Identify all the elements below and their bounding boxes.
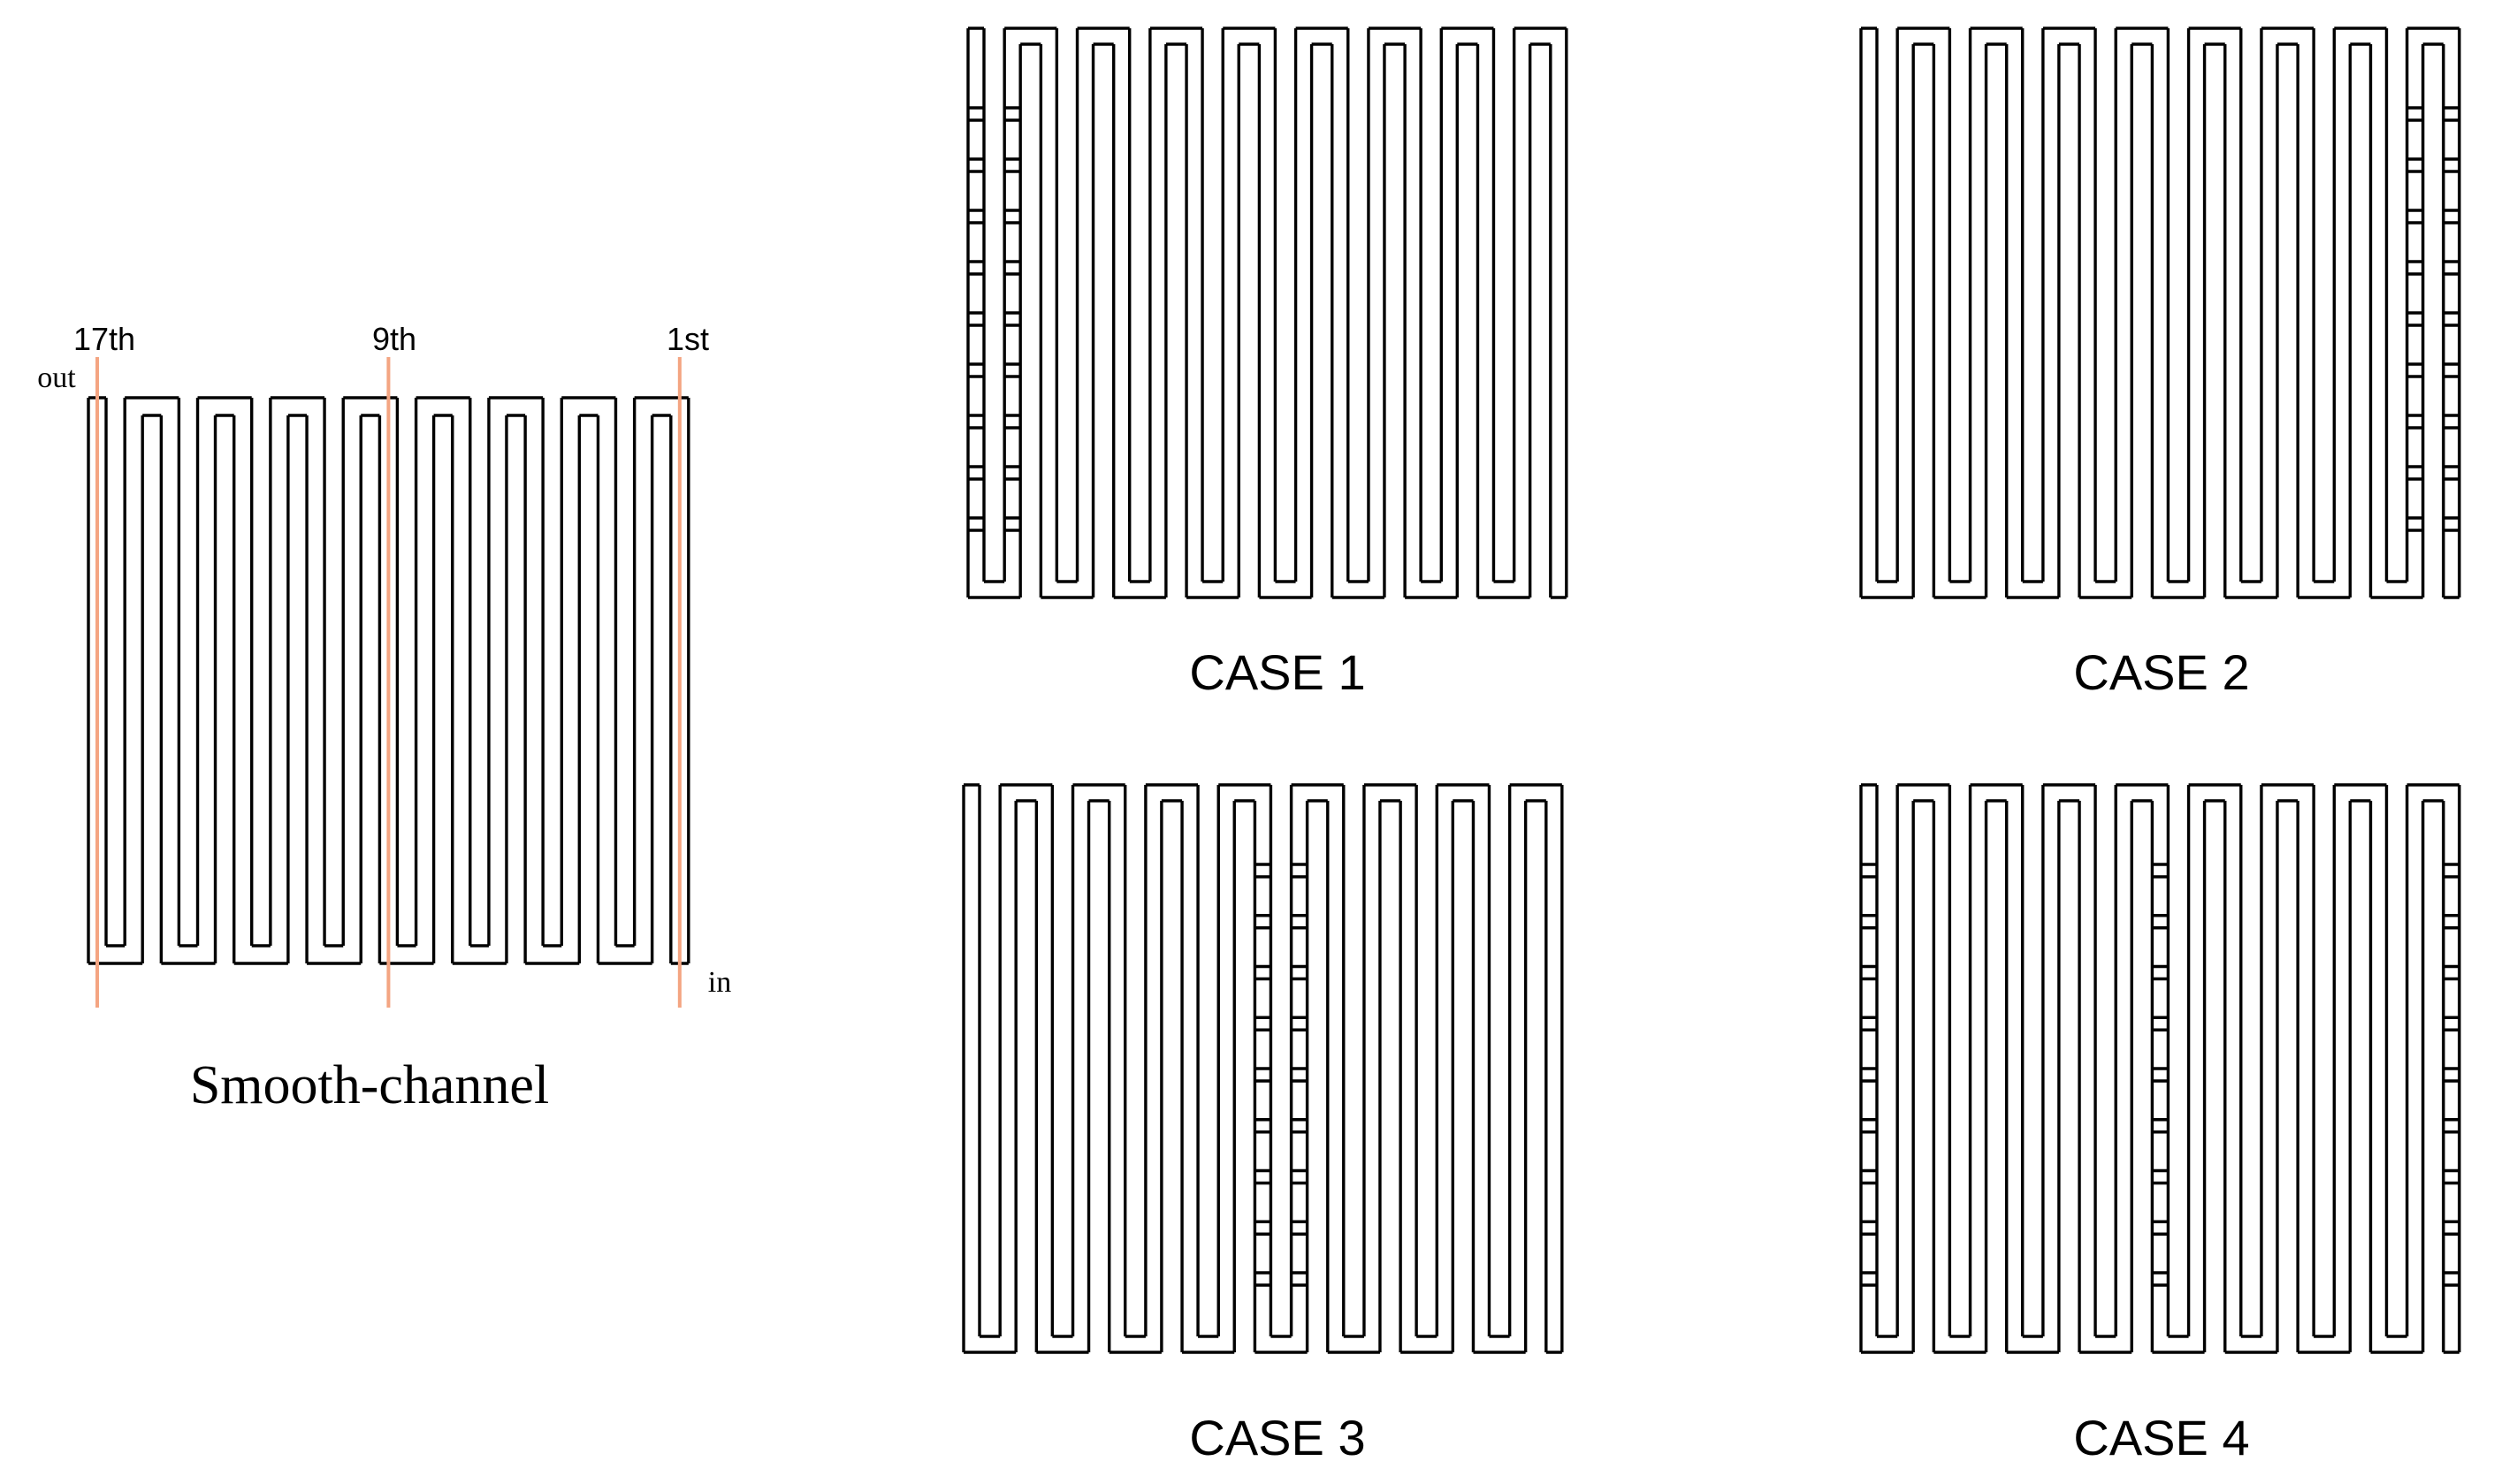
case-1-caption: CASE 1 <box>1189 644 1365 700</box>
case-3-caption: CASE 3 <box>1189 1410 1365 1465</box>
case-1-channel-outline <box>966 27 1568 599</box>
case-2-channel-outline <box>1859 27 2461 599</box>
marker-label-1st: 1st <box>667 321 709 357</box>
outlet-label: out <box>37 361 76 394</box>
smooth-channel-panel: 17th 9th 1st out in Smooth-channel <box>37 321 731 1115</box>
case-4-rib-bars <box>1861 863 2459 1287</box>
measurement-markers <box>95 357 682 1008</box>
case-3-channel-outline <box>962 783 1564 1354</box>
marker-label-17th: 17th <box>73 321 135 357</box>
case-4-caption: CASE 4 <box>2073 1410 2249 1465</box>
marker-label-9th: 9th <box>372 321 416 357</box>
case-2-panel: CASE 2 <box>1859 27 2461 700</box>
smooth-channel-outline <box>87 396 690 965</box>
case-4-panel: CASE 4 <box>1859 783 2461 1465</box>
case-1-panel: CASE 1 <box>966 27 1568 700</box>
case-2-rib-bars <box>2406 106 2459 532</box>
smooth-channel-caption: Smooth-channel <box>190 1055 549 1115</box>
case-2-caption: CASE 2 <box>2073 644 2249 700</box>
case-3-panel: CASE 3 <box>962 783 1564 1465</box>
case-3-rib-bars <box>1254 863 1308 1287</box>
case-1-rib-bars <box>968 106 1021 532</box>
inlet-label: in <box>708 966 731 999</box>
